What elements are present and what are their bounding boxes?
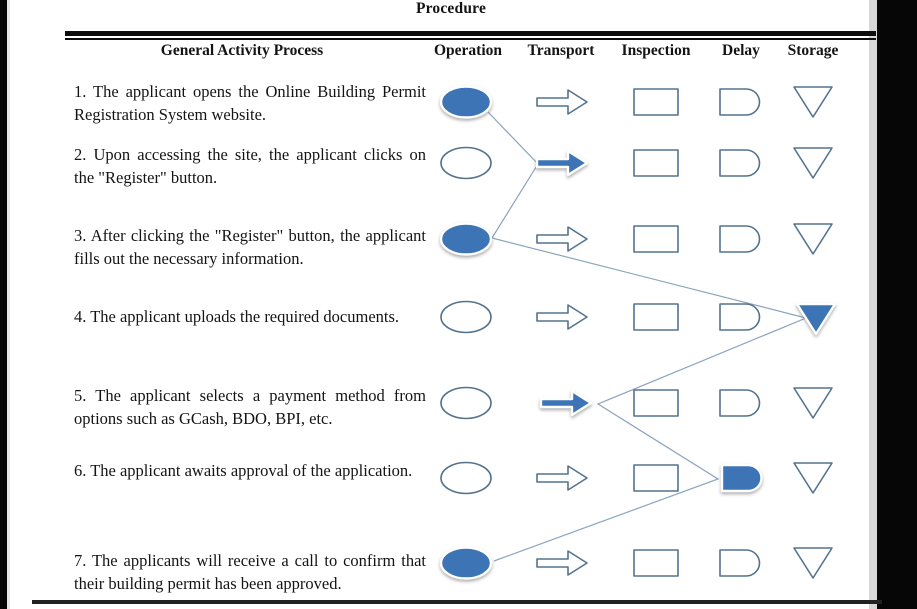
inspection-symbol <box>632 302 680 332</box>
inspection-symbol <box>632 87 680 117</box>
scan-border-right <box>877 0 917 609</box>
transport-symbol <box>534 223 590 255</box>
column-header-activity: General Activity Process <box>160 42 324 59</box>
storage-symbol <box>794 301 838 337</box>
delay-symbol <box>717 87 765 117</box>
inspection-symbol <box>632 463 680 493</box>
delay-symbol <box>717 148 765 178</box>
delay-symbol <box>717 388 765 418</box>
operation-symbol <box>438 385 494 421</box>
storage-symbol <box>791 84 835 120</box>
inspection-symbol <box>632 548 680 578</box>
activity-text: 2. Upon accessing the site, the applican… <box>74 145 426 187</box>
transport-symbol <box>534 86 590 118</box>
transport-symbol <box>534 462 590 494</box>
storage-symbol <box>791 545 835 581</box>
operation-symbol <box>438 221 494 257</box>
delay-symbol <box>717 548 765 578</box>
activity-text: 7. The applicants will receive a call to… <box>74 551 426 593</box>
table-bottom-rule <box>32 600 882 604</box>
operation-symbol <box>438 460 494 496</box>
column-header-delay: Delay <box>722 42 760 59</box>
scan-border-right-edge <box>869 0 877 609</box>
activity-text: 6. The applicant awaits approval of the … <box>74 461 413 480</box>
table-top-rule-thin <box>65 38 876 40</box>
activity-text: 4. The applicant uploads the required do… <box>74 307 400 326</box>
transport-symbol <box>534 147 590 179</box>
table-top-rule-thick <box>65 31 876 36</box>
delay-symbol <box>717 224 765 254</box>
page-title: Procedure <box>415 0 487 17</box>
column-header-operation: Operation <box>433 42 503 59</box>
activity-text: 1. The applicant opens the Online Buildi… <box>74 82 426 124</box>
delay-symbol <box>717 302 765 332</box>
column-header-transport: Transport <box>527 42 595 59</box>
activity-text: 5. The applicant selects a payment metho… <box>74 386 426 428</box>
column-header-storage: Storage <box>787 42 839 59</box>
inspection-symbol <box>632 148 680 178</box>
inspection-symbol <box>632 224 680 254</box>
storage-symbol <box>791 221 835 257</box>
delay-symbol <box>719 463 767 493</box>
scan-border-left <box>0 0 7 609</box>
operation-symbol <box>438 145 494 181</box>
activity-text: 3. After clicking the "Register" button,… <box>74 226 426 268</box>
transport-symbol <box>534 301 590 333</box>
operation-symbol <box>438 545 494 581</box>
inspection-symbol <box>632 388 680 418</box>
transport-symbol <box>538 387 594 419</box>
transport-symbol <box>534 547 590 579</box>
storage-symbol <box>791 460 835 496</box>
storage-symbol <box>791 385 835 421</box>
operation-symbol <box>438 84 494 120</box>
scan-border-left-edge <box>7 0 10 609</box>
column-header-inspection: Inspection <box>621 42 691 59</box>
storage-symbol <box>791 145 835 181</box>
operation-symbol <box>438 299 494 335</box>
